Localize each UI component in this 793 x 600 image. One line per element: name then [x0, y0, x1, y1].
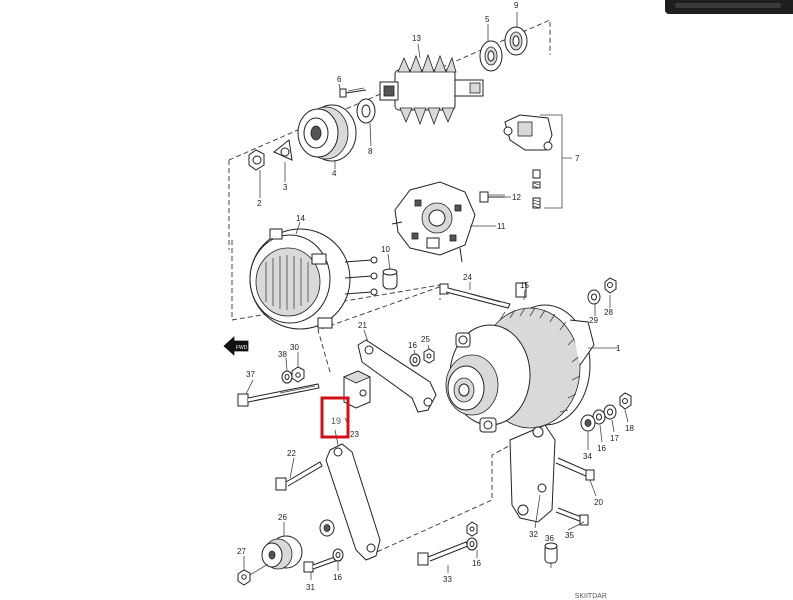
part-4-pulley[interactable]	[297, 104, 357, 162]
callout-21: 21	[358, 321, 367, 330]
highlight-part-19[interactable]: 19	[320, 396, 350, 439]
callout-30: 30	[290, 343, 299, 352]
callout-16-bottom: 16	[472, 559, 481, 568]
callout-12: 12	[512, 193, 521, 202]
callout-25: 25	[421, 335, 430, 344]
leader-lines	[243, 12, 629, 580]
callout-28: 28	[604, 308, 613, 317]
callout-20: 20	[594, 498, 603, 507]
part-1-alternator[interactable]	[445, 282, 595, 433]
callout-26: 26	[278, 513, 287, 522]
callout-23: 23	[350, 430, 359, 439]
part-30-nut[interactable]	[291, 366, 305, 383]
callout-33: 33	[443, 575, 452, 584]
callout-1: 1	[616, 344, 621, 353]
part-11-rectifier[interactable]	[391, 181, 476, 263]
part-22-bolt[interactable]	[275, 461, 323, 491]
callout-34: 34	[583, 452, 592, 461]
callout-19: 19	[331, 416, 341, 426]
callout-3: 3	[283, 183, 288, 192]
callout-27: 27	[237, 547, 246, 556]
part-38-washer[interactable]	[281, 370, 293, 384]
callout-6: 6	[337, 75, 342, 84]
callout-22: 22	[287, 449, 296, 458]
front-arrow-label: FWD	[236, 345, 248, 351]
callout-31: 31	[306, 583, 315, 592]
part-5-bearing[interactable]	[479, 40, 503, 72]
part-27-nut[interactable]	[237, 563, 269, 586]
part-18-nut[interactable]	[619, 392, 632, 410]
diagram-code: SKIITDAR	[574, 593, 607, 600]
part-36-sleeve[interactable]	[544, 542, 558, 564]
callout-11: 11	[497, 222, 506, 231]
part-26-idler-pulley[interactable]	[261, 535, 303, 570]
part-20-bolt[interactable]	[555, 457, 595, 481]
callout-4: 4	[332, 169, 337, 178]
callout-29: 29	[589, 316, 598, 325]
callout-16-upper: 16	[408, 341, 417, 350]
callout-14: 14	[296, 214, 305, 223]
part-32-bracket[interactable]	[509, 424, 556, 523]
part-37-bolt[interactable]	[237, 383, 320, 407]
part-13-rotor[interactable]	[379, 53, 484, 126]
part-21-bracket[interactable]	[357, 339, 437, 413]
part-16-washer-right[interactable]	[592, 409, 606, 425]
part-9-bearing[interactable]	[504, 26, 528, 56]
part-16-washer-lower-left[interactable]	[332, 548, 344, 562]
part-35-bolt[interactable]	[555, 507, 589, 526]
part-14-rear-housing[interactable]	[249, 228, 378, 330]
callout-16-right: 16	[597, 444, 606, 453]
callout-15: 15	[520, 281, 529, 290]
part-28-nut[interactable]	[604, 277, 617, 294]
callout-8: 8	[368, 147, 373, 156]
part-12-screw[interactable]	[479, 191, 505, 203]
part-16-washer-bottom[interactable]	[466, 537, 478, 551]
callout-37: 37	[246, 370, 255, 379]
callout-labels: 9 5 13 6 8 4 3 2 7 12 11 10 14 24 15 1 2…	[237, 1, 634, 592]
callout-18: 18	[625, 424, 634, 433]
front-direction-arrow: FWD	[223, 336, 249, 356]
part-3-washer[interactable]	[273, 139, 293, 161]
part-6-bolt[interactable]	[339, 87, 367, 98]
part-33-bolt[interactable]	[417, 541, 469, 566]
part-34-bushing[interactable]	[580, 414, 596, 432]
part-23-adjusting-arm[interactable]	[325, 443, 381, 561]
part-10-bushing[interactable]	[382, 268, 398, 290]
part-25-nut[interactable]	[423, 348, 435, 364]
part-8-spacer[interactable]	[356, 98, 376, 124]
callout-16-lower-left: 16	[333, 573, 342, 582]
part-17-washer[interactable]	[603, 404, 617, 420]
callout-36: 36	[545, 534, 554, 543]
part-29-washer[interactable]	[587, 289, 601, 305]
window-titlebar-fragment	[665, 0, 793, 14]
part-2-nut[interactable]	[248, 149, 265, 171]
callout-17: 17	[610, 434, 619, 443]
part-19-block[interactable]	[343, 370, 371, 409]
part-23-spacer[interactable]	[319, 519, 335, 537]
callout-10: 10	[381, 245, 390, 254]
callout-35: 35	[565, 531, 574, 540]
callout-5: 5	[485, 15, 490, 24]
callout-2: 2	[257, 199, 262, 208]
callout-38: 38	[278, 350, 287, 359]
callout-7: 7	[575, 154, 580, 163]
part-7-regulator[interactable]	[503, 114, 553, 209]
callout-32: 32	[529, 530, 538, 539]
part-16-washer-upper[interactable]	[409, 353, 421, 367]
part-24-bolt[interactable]	[439, 283, 511, 309]
callout-9: 9	[514, 1, 519, 10]
part-16-nut-bottom[interactable]	[466, 521, 478, 537]
callout-24: 24	[463, 273, 472, 282]
callout-13: 13	[412, 34, 421, 43]
